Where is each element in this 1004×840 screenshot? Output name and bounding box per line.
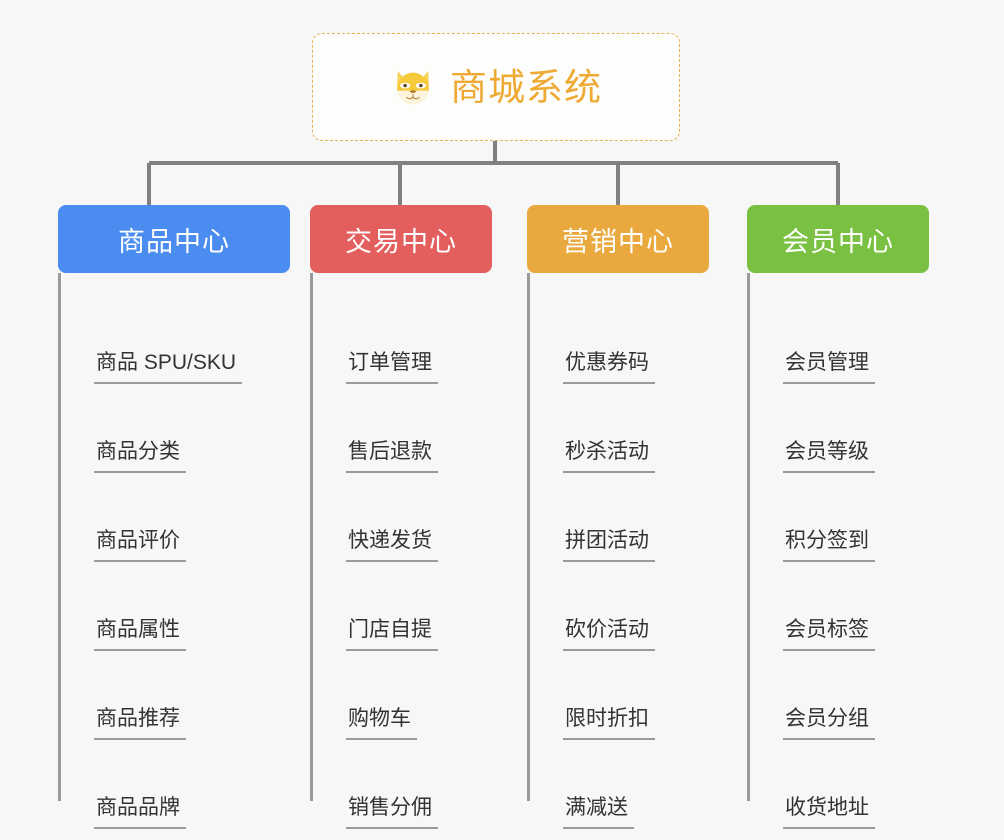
branch-spine [310, 273, 313, 801]
list-item[interactable]: 商品品牌 [58, 740, 290, 829]
list-item-label: 积分签到 [783, 529, 875, 562]
branch-body-member: 会员管理 会员等级 积分签到 会员标签 会员分组 收货地址 [747, 273, 929, 829]
list-item[interactable]: 收货地址 [747, 740, 929, 829]
list-item[interactable]: 商品推荐 [58, 651, 290, 740]
list-item-label: 优惠券码 [563, 351, 655, 384]
list-item-label: 商品 SPU/SKU [94, 351, 243, 384]
list-item[interactable]: 购物车 [310, 651, 492, 740]
branch-spine [527, 273, 530, 801]
list-item-label: 会员分组 [783, 707, 875, 740]
list-item[interactable]: 商品评价 [58, 473, 290, 562]
list-item-label: 秒杀活动 [563, 440, 655, 473]
branch-header-product[interactable]: 商品中心 [58, 205, 290, 273]
shiba-dog-face-icon [397, 71, 429, 105]
list-item[interactable]: 优惠券码 [527, 295, 709, 384]
list-item[interactable]: 售后退款 [310, 384, 492, 473]
list-item[interactable]: 限时折扣 [527, 651, 709, 740]
list-item-label: 砍价活动 [563, 618, 655, 651]
list-item[interactable]: 商品 SPU/SKU [58, 295, 290, 384]
list-item[interactable]: 会员等级 [747, 384, 929, 473]
branch-column-member: 会员中心 会员管理 会员等级 积分签到 会员标签 会员分组 收货地址 [747, 205, 929, 829]
branch-header-marketing[interactable]: 营销中心 [527, 205, 709, 273]
list-item-label: 门店自提 [346, 618, 438, 651]
branch-item-list: 会员管理 会员等级 积分签到 会员标签 会员分组 收货地址 [747, 295, 929, 829]
branch-item-list: 商品 SPU/SKU 商品分类 商品评价 商品属性 商品推荐 商品品牌 [58, 295, 290, 829]
list-item[interactable]: 会员标签 [747, 562, 929, 651]
list-item-label: 商品评价 [94, 529, 186, 562]
branch-header-trade[interactable]: 交易中心 [310, 205, 492, 273]
list-item[interactable]: 会员分组 [747, 651, 929, 740]
list-item[interactable]: 快递发货 [310, 473, 492, 562]
branch-body-product: 商品 SPU/SKU 商品分类 商品评价 商品属性 商品推荐 商品品牌 [58, 273, 290, 829]
list-item[interactable]: 会员管理 [747, 295, 929, 384]
list-item-label: 购物车 [346, 707, 417, 740]
branch-header-member[interactable]: 会员中心 [747, 205, 929, 273]
list-item-label: 商品属性 [94, 618, 186, 651]
root-title: 商城系统 [450, 66, 602, 108]
list-item-label: 会员标签 [783, 618, 875, 651]
list-item-label: 快递发货 [346, 529, 438, 562]
list-item-label: 商品分类 [94, 440, 186, 473]
list-item[interactable]: 秒杀活动 [527, 384, 709, 473]
branch-item-list: 优惠券码 秒杀活动 拼团活动 砍价活动 限时折扣 满减送 [527, 295, 709, 829]
list-item[interactable]: 商品分类 [58, 384, 290, 473]
list-item-label: 收货地址 [783, 796, 875, 829]
list-item-label: 订单管理 [346, 351, 438, 384]
list-item-label: 满减送 [563, 796, 634, 829]
branch-column-trade: 交易中心 订单管理 售后退款 快递发货 门店自提 购物车 销售分佣 [310, 205, 492, 829]
branch-item-list: 订单管理 售后退款 快递发货 门店自提 购物车 销售分佣 [310, 295, 492, 829]
list-item-label: 会员管理 [783, 351, 875, 384]
list-item[interactable]: 拼团活动 [527, 473, 709, 562]
branch-body-trade: 订单管理 售后退款 快递发货 门店自提 购物车 销售分佣 [310, 273, 492, 829]
list-item[interactable]: 积分签到 [747, 473, 929, 562]
list-item[interactable]: 砍价活动 [527, 562, 709, 651]
branch-column-product: 商品中心 商品 SPU/SKU 商品分类 商品评价 商品属性 商品推荐 商品品牌 [58, 205, 290, 829]
branch-spine [58, 273, 61, 801]
list-item-label: 售后退款 [346, 440, 438, 473]
list-item-label: 销售分佣 [346, 796, 438, 829]
list-item-label: 限时折扣 [563, 707, 655, 740]
branch-body-marketing: 优惠券码 秒杀活动 拼团活动 砍价活动 限时折扣 满减送 [527, 273, 709, 829]
list-item-label: 会员等级 [783, 440, 875, 473]
list-item[interactable]: 商品属性 [58, 562, 290, 651]
root-node[interactable]: 商城系统 [312, 33, 680, 141]
list-item[interactable]: 门店自提 [310, 562, 492, 651]
list-item-label: 商品品牌 [94, 796, 186, 829]
list-item[interactable]: 销售分佣 [310, 740, 492, 829]
branch-spine [747, 273, 750, 801]
list-item-label: 拼团活动 [563, 529, 655, 562]
branch-column-marketing: 营销中心 优惠券码 秒杀活动 拼团活动 砍价活动 限时折扣 满减送 [527, 205, 709, 829]
list-item[interactable]: 订单管理 [310, 295, 492, 384]
list-item[interactable]: 满减送 [527, 740, 709, 829]
list-item-label: 商品推荐 [94, 707, 186, 740]
